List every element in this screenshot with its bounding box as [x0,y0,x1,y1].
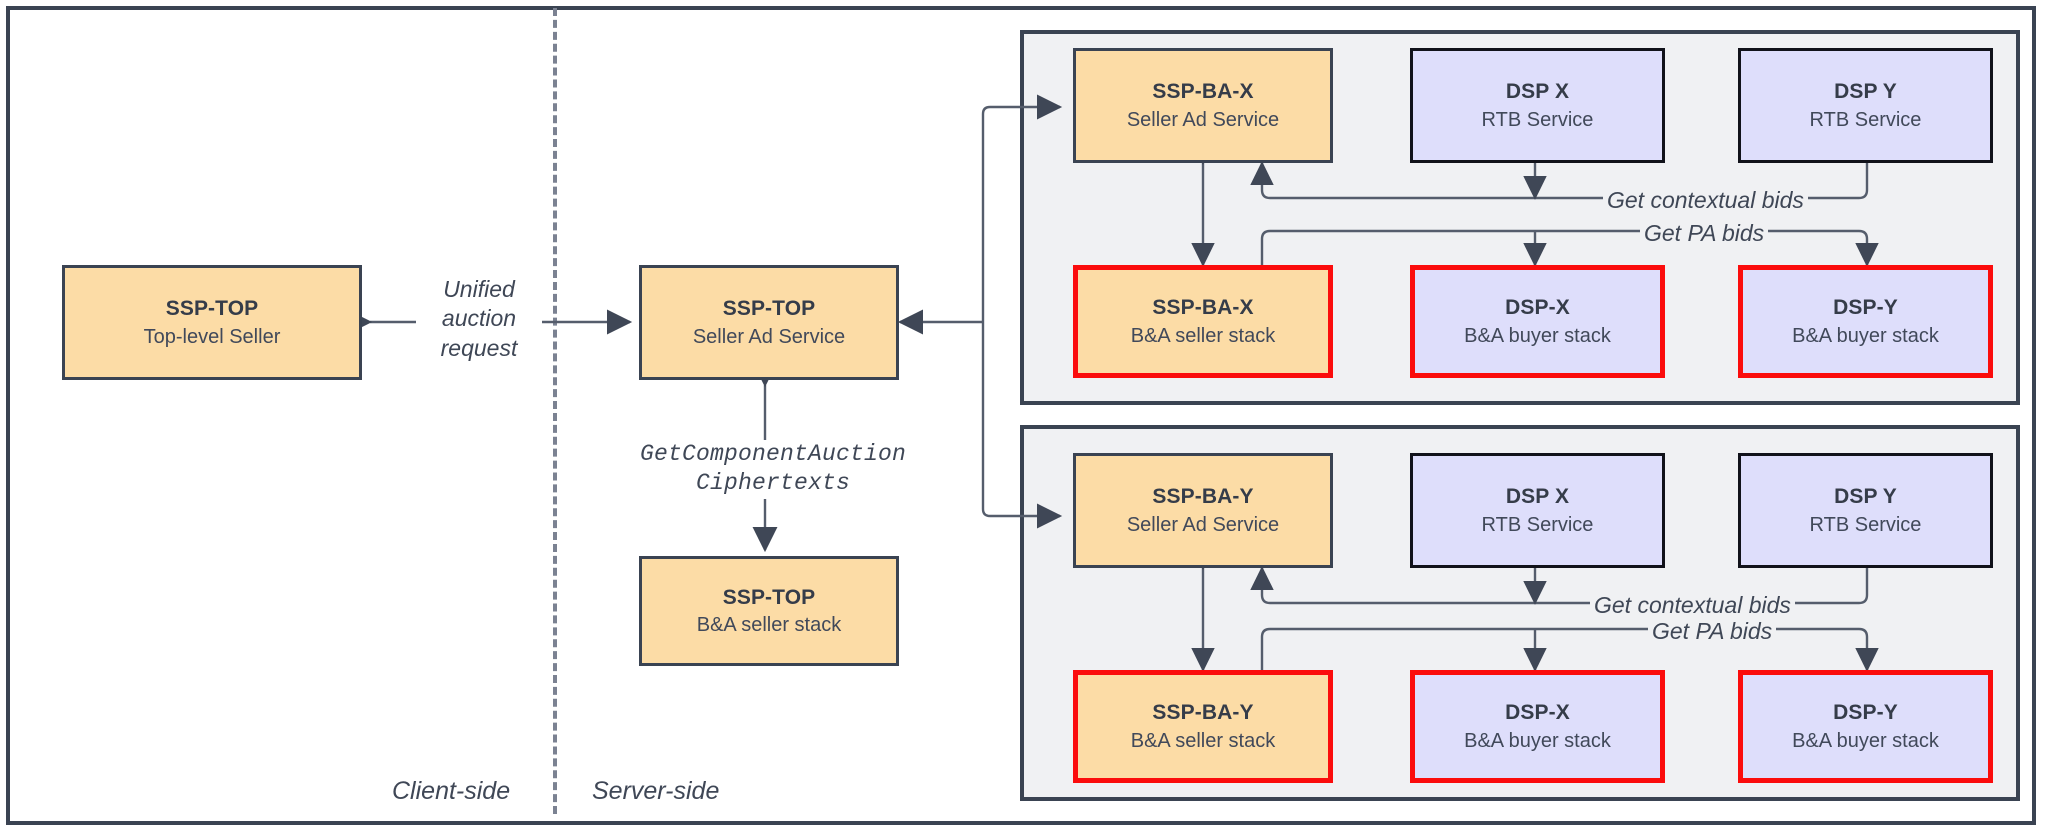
node-subtitle: B&A buyer stack [1464,729,1611,752]
node-ssp-ba-y-seller-stack[interactable]: SSP-BA-Y B&A seller stack [1073,670,1333,783]
node-panel-y-dsp-x-buyer-stack[interactable]: DSP-X B&A buyer stack [1410,670,1665,783]
node-title: SSP-BA-Y [1152,485,1254,508]
node-subtitle: Seller Ad Service [692,325,846,348]
label-client-side: Client-side [392,777,510,806]
node-title: SSP-BA-X [1152,80,1254,103]
label-text: Get PA bids [1644,220,1765,246]
node-title: DSP X [1505,485,1570,508]
node-ssp-top-client[interactable]: SSP-TOP Top-level Seller [62,265,362,380]
server-side-text: Server-side [592,777,720,805]
node-title: DSP-Y [1833,701,1898,724]
node-panel-x-dsp-y-buyer-stack[interactable]: DSP-Y B&A buyer stack [1738,265,1993,378]
node-title: DSP-X [1505,296,1570,319]
node-subtitle: B&A seller stack [1130,729,1276,752]
node-title: SSP-BA-Y [1152,701,1254,724]
unified-line-3: request [440,334,518,361]
edge-label-panel-x-get-pa-bids: Get PA bids [1640,219,1769,249]
node-title: DSP-X [1505,701,1570,724]
label-text: Get PA bids [1652,618,1773,644]
node-subtitle: B&A buyer stack [1792,729,1939,752]
label-server-side: Server-side [592,777,719,806]
node-panel-y-dsp-y-rtb-service[interactable]: DSP Y RTB Service [1738,453,1993,568]
unified-line-2: auction [441,305,517,332]
node-title: DSP Y [1834,485,1897,508]
unified-line-1: Unified [443,276,515,302]
gca-line-2: Ciphertexts [695,470,851,497]
node-title: DSP X [1505,80,1570,103]
node-ssp-top-ba-seller-stack[interactable]: SSP-TOP B&A seller stack [639,556,899,666]
client-server-divider [553,8,557,814]
node-subtitle: Seller Ad Service [1126,513,1280,536]
node-title: SSP-TOP [722,585,816,609]
node-subtitle: B&A buyer stack [1464,324,1611,347]
label-text: Get contextual bids [1607,187,1804,213]
edge-label-unified-auction-request: Unified auction request [416,275,542,364]
edge-label-panel-y-get-contextual-bids: Get contextual bids [1590,591,1795,621]
node-title: SSP-TOP [165,297,259,320]
gca-line-1: GetComponentAuction [639,441,907,467]
node-panel-x-dsp-x-rtb-service[interactable]: DSP X RTB Service [1410,48,1665,163]
edge-label-panel-y-get-pa-bids: Get PA bids [1648,617,1777,647]
edge-label-panel-x-get-contextual-bids: Get contextual bids [1603,186,1808,216]
node-subtitle: RTB Service [1809,108,1922,131]
node-subtitle: RTB Service [1809,513,1922,536]
node-title: SSP-TOP [722,297,816,320]
node-title: SSP-BA-X [1152,296,1254,319]
client-side-text: Client-side [392,777,511,805]
edge-label-get-component-auction-ciphertexts: GetComponentAuction Ciphertexts [615,440,931,499]
node-title: DSP-Y [1833,296,1898,319]
node-subtitle: Top-level Seller [143,325,281,348]
node-ssp-ba-x-seller-ad-service[interactable]: SSP-BA-X Seller Ad Service [1073,48,1333,163]
node-subtitle: B&A seller stack [1130,324,1276,347]
label-text: Get contextual bids [1594,592,1791,618]
node-subtitle: RTB Service [1481,108,1594,131]
node-subtitle: RTB Service [1481,513,1594,536]
node-ssp-top-server[interactable]: SSP-TOP Seller Ad Service [639,265,899,380]
node-subtitle: B&A buyer stack [1792,324,1939,347]
node-panel-y-dsp-y-buyer-stack[interactable]: DSP-Y B&A buyer stack [1738,670,1993,783]
node-subtitle: Seller Ad Service [1126,108,1280,131]
node-ssp-ba-y-seller-ad-service[interactable]: SSP-BA-Y Seller Ad Service [1073,453,1333,568]
node-title: DSP Y [1834,80,1897,103]
node-panel-y-dsp-x-rtb-service[interactable]: DSP X RTB Service [1410,453,1665,568]
node-panel-x-dsp-x-buyer-stack[interactable]: DSP-X B&A buyer stack [1410,265,1665,378]
node-panel-x-dsp-y-rtb-service[interactable]: DSP Y RTB Service [1738,48,1993,163]
node-subtitle: B&A seller stack [696,614,842,637]
node-ssp-ba-x-seller-stack[interactable]: SSP-BA-X B&A seller stack [1073,265,1333,378]
